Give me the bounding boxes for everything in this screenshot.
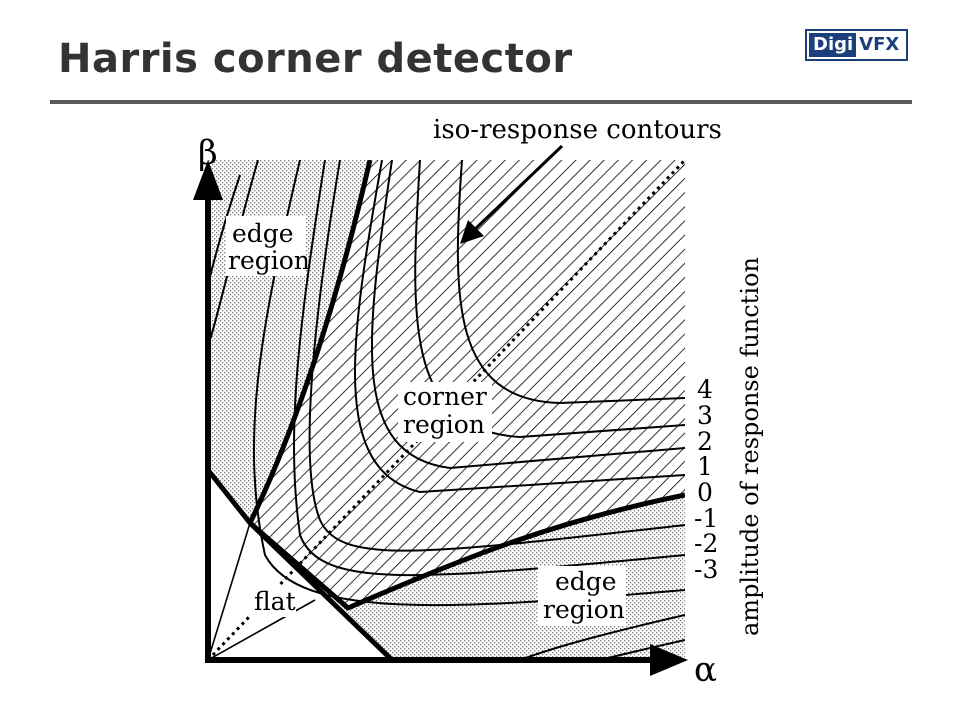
edge-region-bottom-label-line2: region (543, 595, 625, 624)
contour-level-minus-2: -2 (694, 529, 718, 558)
corner-region-label-line2: region (403, 410, 485, 439)
title-divider (50, 100, 912, 104)
corner-region-label-line1: corner (403, 382, 487, 411)
iso-response-label: iso-response contours (433, 115, 722, 145)
edge-label-background-bottom (538, 566, 626, 626)
logo-vfx-text: VFX (859, 34, 900, 55)
beta-axis-arrowhead (193, 160, 223, 200)
logo-digi-text: Digi (809, 33, 857, 57)
contour-level-2: 2 (697, 427, 713, 456)
edge-region-top-label-line2: region (228, 246, 310, 275)
contour-level-0: 0 (697, 478, 713, 507)
iso-response-contours (208, 160, 685, 660)
edge-label-background-top (226, 216, 306, 276)
corner-label-background (398, 382, 492, 442)
edge-region-top-label-line1: edge (232, 219, 294, 248)
flat-label-background (250, 585, 296, 617)
alpha-axis-arrowhead (650, 644, 688, 676)
edge-region-bottom-label-line1: edge (555, 567, 617, 596)
flat-ray-right (208, 599, 316, 660)
contour-level-3: 3 (697, 401, 713, 430)
digivfx-logo: Digi VFX (805, 29, 908, 61)
contour-level-minus-1: -1 (694, 504, 718, 533)
contour-pointer-arrowhead (460, 220, 484, 244)
contour-level-4: 4 (697, 375, 713, 404)
flat-ray-left (208, 522, 251, 660)
alpha-axis-label: α (694, 650, 717, 690)
beta-axis-label: β (198, 133, 218, 173)
contour-pointer-line (470, 144, 564, 234)
response-amplitude-label: amplitude of response function (736, 257, 764, 636)
contour-level-minus-3: -3 (694, 555, 718, 584)
slide-title: Harris corner detector (58, 36, 573, 82)
contour-level-1: 1 (697, 452, 713, 481)
flat-region-label: flat (254, 587, 296, 616)
